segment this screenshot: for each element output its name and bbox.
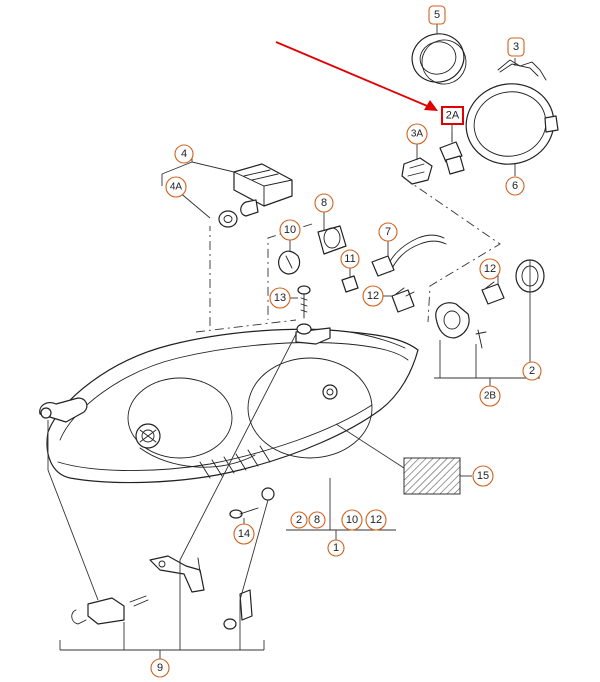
callout-2B[interactable]: 2B bbox=[479, 385, 501, 407]
callout-3A-label: 3A bbox=[411, 129, 424, 140]
callout-2-right-label: 2 bbox=[529, 365, 535, 377]
callout-5[interactable]: 5 bbox=[428, 5, 446, 25]
callout-2A-label: 2A bbox=[446, 110, 460, 122]
callout-10-label: 10 bbox=[284, 224, 296, 236]
callout-1-label: 1 bbox=[333, 542, 339, 554]
part-5-cap[interactable] bbox=[407, 28, 471, 89]
callout-12-center-label: 12 bbox=[367, 290, 379, 302]
callout-8-label: 8 bbox=[321, 197, 327, 209]
callout-6[interactable]: 6 bbox=[505, 176, 525, 196]
callout-9-label: 9 bbox=[157, 662, 163, 674]
part-4-motor[interactable] bbox=[233, 163, 293, 217]
callout-15-label: 15 bbox=[477, 470, 489, 482]
part-6-cover[interactable] bbox=[459, 76, 562, 173]
callout-2B-label: 2B bbox=[484, 391, 497, 402]
part-2A-bulb[interactable] bbox=[439, 131, 465, 175]
callout-12-center[interactable]: 12 bbox=[362, 285, 384, 307]
leader-lines bbox=[47, 24, 540, 660]
callout-3-label: 3 bbox=[513, 41, 519, 53]
callout-1[interactable]: 1 bbox=[327, 539, 345, 557]
callout-8[interactable]: 8 bbox=[314, 193, 334, 213]
callout-3A[interactable]: 3A bbox=[406, 123, 428, 145]
part-12-bulb-right[interactable] bbox=[481, 281, 505, 305]
group-item-12: 12 bbox=[370, 514, 382, 526]
part-13-screw[interactable] bbox=[297, 285, 311, 319]
callout-4A[interactable]: 4A bbox=[165, 176, 187, 198]
part-3A-holder[interactable] bbox=[401, 157, 433, 185]
callout-14[interactable]: 14 bbox=[233, 523, 255, 545]
callout-13[interactable]: 13 bbox=[269, 287, 291, 309]
assembly-dashed-lines bbox=[195, 177, 501, 333]
callout-2A[interactable]: 2A bbox=[441, 106, 464, 125]
part-14-screw[interactable] bbox=[229, 487, 275, 519]
headlamp-housing bbox=[39, 323, 419, 484]
callout-14-label: 14 bbox=[238, 528, 250, 540]
part-15-label[interactable] bbox=[403, 457, 461, 495]
callout-4A-label: 4A bbox=[170, 182, 183, 193]
callout-4-label: 4 bbox=[181, 148, 187, 160]
callout-3[interactable]: 3 bbox=[507, 37, 525, 57]
callout-15[interactable]: 15 bbox=[472, 465, 494, 487]
group-item-2: 2 bbox=[296, 514, 302, 526]
part-7-pigtail[interactable] bbox=[371, 234, 447, 277]
callout-11-label: 11 bbox=[344, 253, 355, 265]
callout-7[interactable]: 7 bbox=[378, 222, 398, 242]
part-3-clip[interactable] bbox=[497, 59, 547, 81]
callout-9[interactable]: 9 bbox=[150, 658, 170, 678]
part-11-bulb[interactable] bbox=[341, 275, 359, 293]
callout-11[interactable]: 11 bbox=[340, 249, 360, 269]
group-item-10: 10 bbox=[346, 514, 358, 526]
bracket-lower-right[interactable] bbox=[223, 589, 253, 630]
part-8-holder[interactable] bbox=[317, 225, 347, 255]
callout-6-label: 6 bbox=[512, 180, 518, 192]
callout-7-label: 7 bbox=[385, 226, 391, 238]
callout-4[interactable]: 4 bbox=[174, 144, 194, 164]
red-arrow-icon bbox=[275, 41, 438, 111]
part-10-bulb[interactable] bbox=[278, 250, 301, 275]
bracket-lower-center[interactable] bbox=[149, 555, 205, 593]
callout-10[interactable]: 10 bbox=[279, 219, 301, 241]
callout-13-label: 13 bbox=[274, 292, 286, 304]
group-item-8: 8 bbox=[314, 514, 320, 526]
callout-group-1-items: 2 8 10 12 bbox=[290, 509, 387, 531]
callout-2-right[interactable]: 2 bbox=[522, 361, 542, 381]
callout-5-label: 5 bbox=[434, 9, 440, 21]
callout-12-right[interactable]: 12 bbox=[479, 258, 501, 280]
part-2B-bracket[interactable] bbox=[435, 302, 487, 349]
callout-12-right-label: 12 bbox=[484, 263, 496, 275]
part-4A-ring[interactable] bbox=[218, 210, 238, 228]
part-12-bulb-center[interactable] bbox=[391, 287, 415, 313]
bracket-lower-left[interactable] bbox=[71, 595, 149, 625]
